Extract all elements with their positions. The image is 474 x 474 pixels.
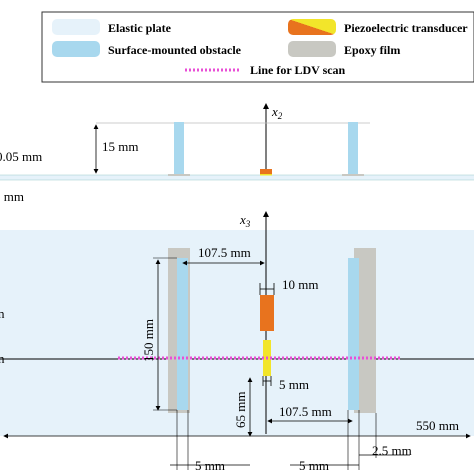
- left-edge-label-1: n: [0, 306, 5, 321]
- left-edge-label-2: n: [0, 351, 5, 366]
- top-piezo-orange: [260, 295, 274, 331]
- obstacle-width-left-label: 5 mm: [195, 458, 225, 473]
- top-obstacle-left: [177, 258, 188, 410]
- legend-label-ldv: Line for LDV scan: [250, 63, 346, 77]
- legend-swatch-epoxy: [288, 41, 336, 57]
- dist-right-label: 107.5 mm: [279, 404, 332, 419]
- side-epoxy-right: [342, 174, 364, 176]
- legend-swatch-piezo: [288, 19, 336, 35]
- offset-label: 65 mm: [233, 392, 248, 428]
- legend-label-elastic-plate: Elastic plate: [108, 21, 172, 35]
- epoxy-width-label: 2.5 mm: [372, 443, 412, 458]
- legend-swatch-elastic-plate: [52, 19, 100, 35]
- legend: Elastic plate Piezoelectric transducer S…: [41, 11, 474, 83]
- x2-axis-label: x2: [271, 104, 283, 121]
- side-plate: [0, 175, 474, 180]
- thickness-label: 0.05 mm: [0, 149, 42, 164]
- legend-frame: [41, 11, 474, 83]
- piezo-width-label: 10 mm: [282, 277, 318, 292]
- legend-label-piezo: Piezoelectric transducer: [344, 21, 468, 35]
- top-obstacle-right: [348, 258, 359, 410]
- side-obstacle-right: [348, 122, 358, 175]
- side-piezo: [260, 169, 272, 175]
- piezo-small-label: 5 mm: [279, 377, 309, 392]
- legend-label-obstacle: Surface-mounted obstacle: [108, 43, 242, 57]
- top-epoxy-right: [354, 248, 376, 413]
- legend-label-epoxy: Epoxy film: [344, 43, 400, 57]
- side-obstacle-left: [174, 122, 184, 175]
- x3-axis-label: x3: [239, 212, 251, 229]
- obstacle-width-right-label: 5 mm: [299, 458, 329, 473]
- height-label: 15 mm: [102, 139, 138, 154]
- legend-swatch-obstacle: [52, 41, 100, 57]
- obstacle-length-label: 150 mm: [141, 319, 156, 362]
- side-epoxy-left: [168, 174, 190, 176]
- plate-thickness-label: 2 mm: [0, 189, 24, 204]
- plate-length-label: 550 mm: [416, 418, 459, 433]
- side-piezo-bond: [260, 174, 272, 176]
- top-view: x3 107.5 mm 10 mm 150 mm 5 mm 65 mm 107.…: [0, 211, 474, 473]
- dist-left-label: 107.5 mm: [198, 245, 251, 260]
- side-view: x2 15 mm 0.05 mm 2 mm: [0, 103, 474, 204]
